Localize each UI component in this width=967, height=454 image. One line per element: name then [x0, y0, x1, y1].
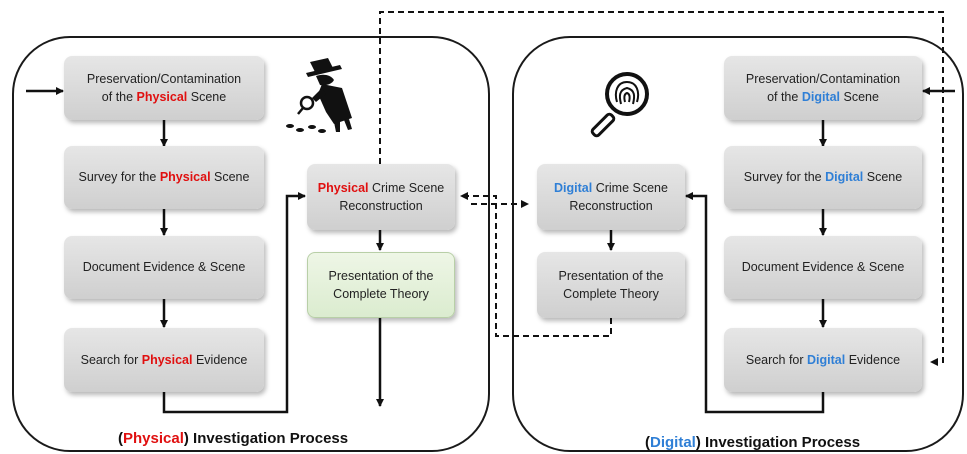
fingerprint-magnifier-icon: [590, 72, 649, 138]
physical-preservation-box: Preservation/Contamination of the Physica…: [64, 56, 264, 120]
dashed-link-digital-to-physical: [460, 192, 612, 337]
physical-caption-close: ) Investigation Process: [183, 430, 349, 447]
digital-process-caption: (Digital) Investigation Process: [645, 434, 860, 451]
detective-icon: [286, 58, 352, 133]
physical-search-box: Search for Physical Evidence: [64, 328, 264, 392]
physical-preservation-highlight: Physical: [136, 90, 188, 104]
physical-search-prefix: Search for: [80, 352, 142, 367]
physical-reconstruction-line2: Reconstruction: [339, 199, 423, 213]
physical-search-highlight: Physical: [141, 352, 193, 367]
physical-preservation-prefix: of the: [101, 90, 137, 104]
physical-document-label: Document Evidence & Scene: [82, 260, 246, 275]
digital-preservation-box: Preservation/Contamination of the Digital…: [724, 56, 922, 120]
digital-caption-highlight: Digital: [650, 434, 696, 451]
physical-document-box: Document Evidence & Scene: [64, 236, 264, 299]
physical-caption-highlight: Physical: [123, 430, 184, 447]
digital-search-box: Search for Digital Evidence: [724, 328, 922, 392]
physical-process-caption: (Physical) Investigation Process: [118, 430, 348, 447]
physical-caption-open: (: [118, 430, 123, 447]
digital-survey-box: Survey for the Digital Scene: [724, 146, 922, 209]
physical-presentation-line2: Complete Theory: [333, 287, 429, 301]
digital-preservation-highlight: Digital: [801, 90, 841, 104]
physical-survey-suffix: Scene: [210, 170, 250, 185]
dashed-link-top: [379, 11, 944, 366]
physical-search-suffix: Evidence: [192, 352, 248, 367]
digital-search-prefix: Search for: [745, 352, 808, 367]
digital-preservation-suffix: Scene: [840, 90, 879, 104]
digital-document-label: Document Evidence & Scene: [741, 260, 905, 275]
digital-search-suffix: Evidence: [845, 352, 901, 367]
digital-search-to-reconstruction: [685, 192, 825, 414]
physical-reconstruction-highlight: Physical: [317, 180, 369, 195]
digital-survey-highlight: Digital: [825, 170, 864, 185]
digital-presentation-line1: Presentation of the: [558, 268, 664, 283]
digital-caption-close: ) Investigation Process: [695, 434, 861, 451]
digital-preservation-prefix: of the: [767, 90, 802, 104]
digital-survey-suffix: Scene: [863, 170, 903, 185]
physical-preservation-line1: Preservation/Contamination: [86, 71, 242, 86]
physical-preservation-suffix: Scene: [187, 90, 227, 104]
digital-caption-open: (: [645, 434, 650, 451]
physical-survey-box: Survey for the Physical Scene: [64, 146, 264, 209]
physical-reconstruction-suffix: Crime Scene: [368, 180, 445, 195]
digital-reconstruction-line2: Reconstruction: [569, 199, 653, 213]
digital-survey-prefix: Survey for the: [743, 170, 826, 185]
physical-survey-highlight: Physical: [159, 170, 211, 185]
digital-preservation-line1: Preservation/Contamination: [745, 71, 901, 86]
digital-search-highlight: Digital: [807, 352, 846, 367]
physical-search-to-reconstruction: [162, 192, 306, 414]
digital-reconstruction-highlight: Digital: [554, 180, 593, 195]
digital-document-box: Document Evidence & Scene: [724, 236, 922, 299]
digital-presentation-line2: Complete Theory: [563, 287, 659, 301]
physical-survey-prefix: Survey for the: [78, 170, 160, 185]
physical-presentation-line1: Presentation of the: [328, 268, 434, 283]
digital-reconstruction-suffix: Crime Scene: [592, 180, 668, 195]
